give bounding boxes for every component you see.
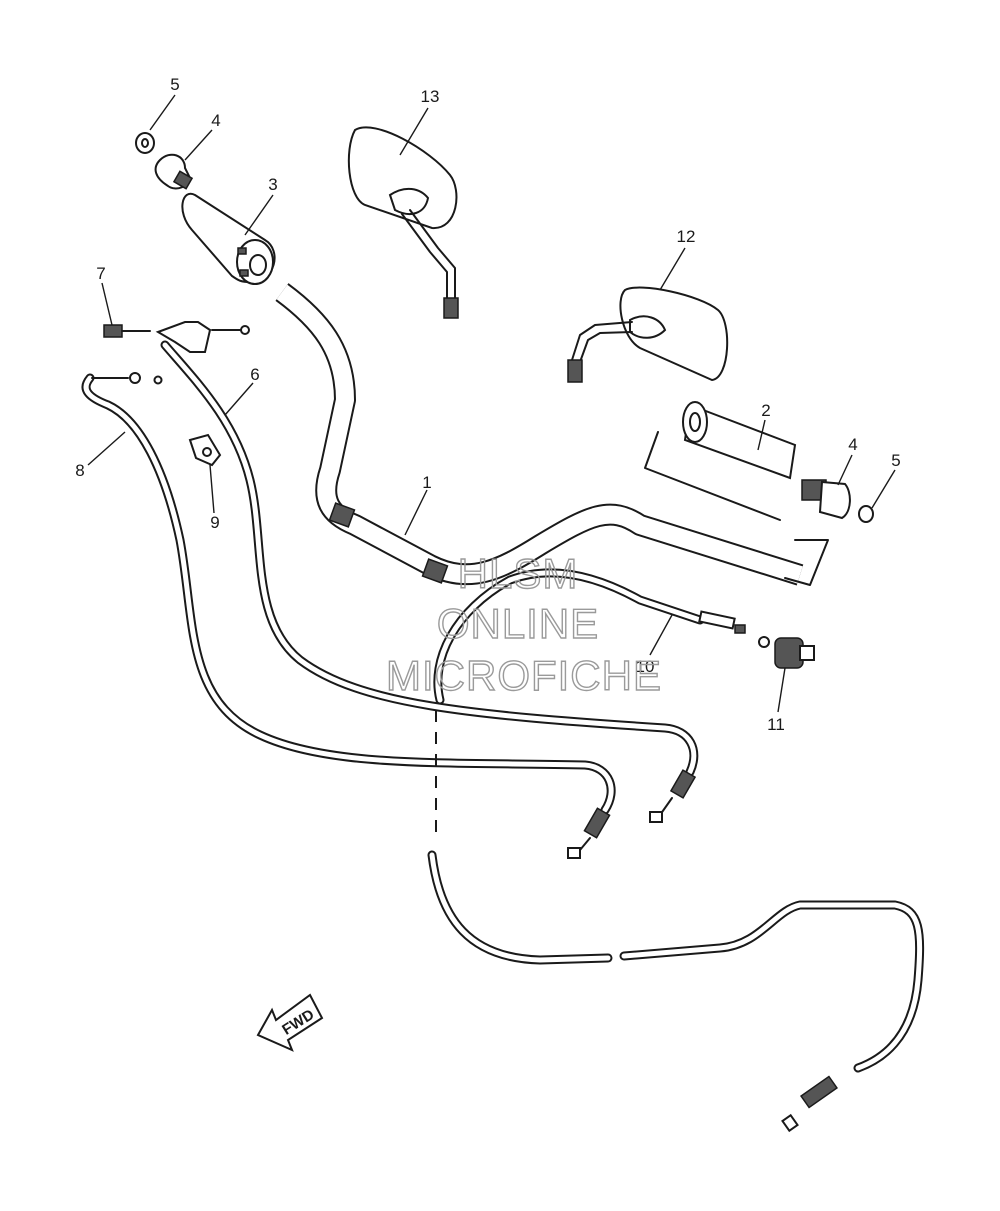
right-mirror [567,286,729,383]
throttle-cable-8 [81,372,616,859]
right-washer [858,505,874,523]
callouts: 1 2 3 4 4 5 5 6 7 8 9 10 11 12 13 [75,75,900,734]
left-grip-end [154,153,194,190]
cable-clamp [188,433,222,467]
callout-6: 6 [250,365,259,384]
handlebar [275,283,804,586]
watermark: HLSM ONLINE MICROFICHE [385,549,662,699]
left-washer [135,132,155,154]
callout-11: 11 [767,715,785,734]
right-grip [644,401,829,586]
knurled-band [328,502,449,584]
callout-5-left: 5 [170,75,179,94]
watermark-line-1: HLSM [458,550,579,597]
callout-10: 10 [636,657,655,676]
left-grip [181,192,276,285]
callout-3: 3 [268,175,277,194]
leader-lines [87,94,896,713]
clutch-cable-10 [427,568,925,1133]
watermark-line-3: MICROFICHE [386,652,662,699]
throttle-cable-6 [160,340,699,823]
callout-1: 1 [422,473,431,492]
cable-bracket [103,321,250,353]
callout-2: 2 [761,401,770,420]
callout-8: 8 [75,461,84,480]
right-grip-end [801,479,851,520]
left-mirror [347,126,459,319]
forward-direction-arrow: FWD [256,993,324,1052]
callout-9: 9 [210,513,219,532]
callout-13: 13 [421,87,440,106]
callout-5-right: 5 [891,451,900,470]
cable-adjuster [758,636,815,669]
callout-4-right: 4 [848,435,857,454]
watermark-line-2: ONLINE [437,600,599,647]
callout-7: 7 [96,264,105,283]
callout-12: 12 [677,227,696,246]
callout-4-left: 4 [211,111,220,130]
